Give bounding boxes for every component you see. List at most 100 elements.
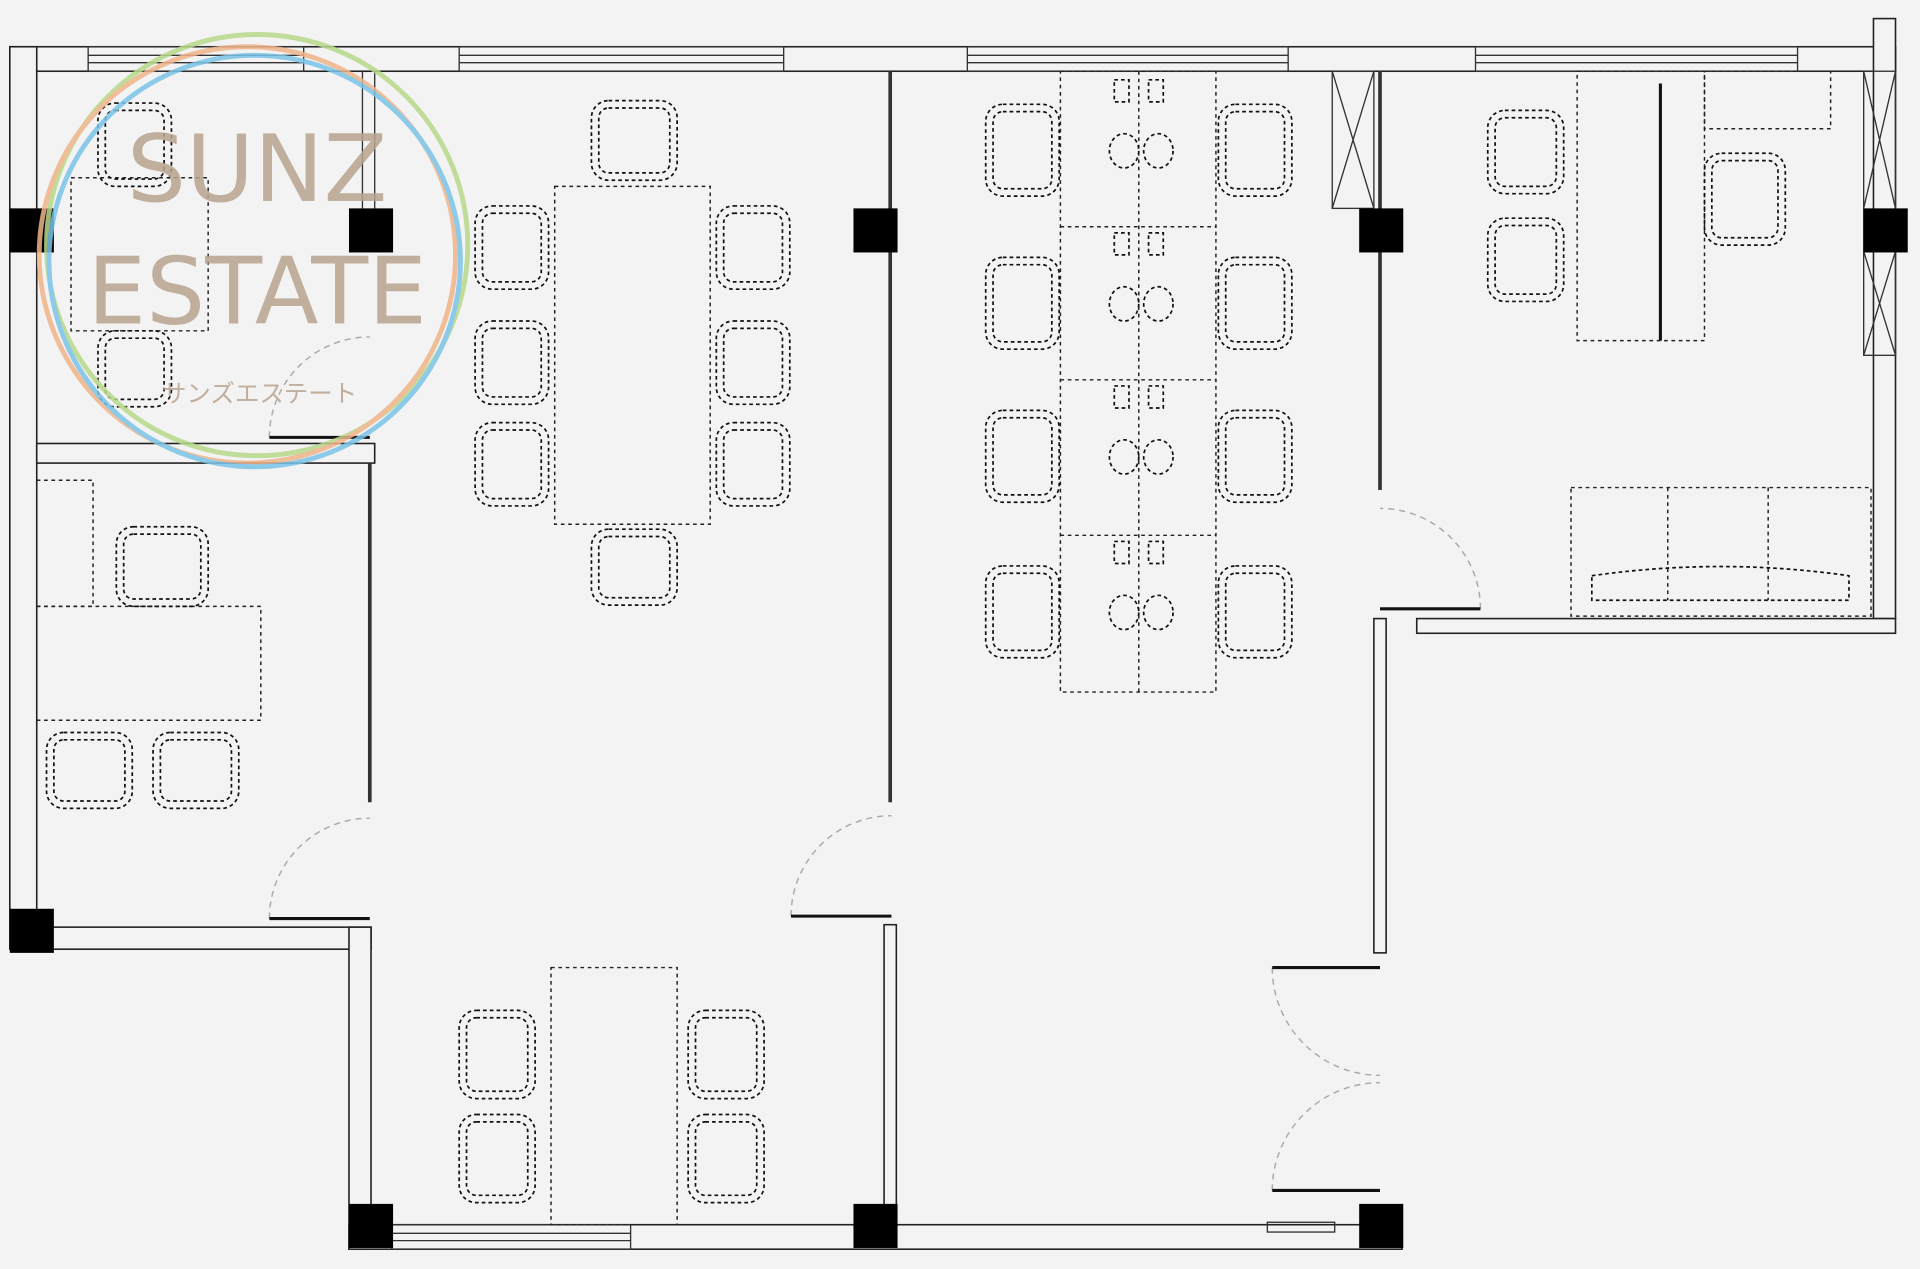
chair-seat — [992, 416, 1053, 496]
doors — [268, 336, 1482, 1233]
chair — [474, 320, 550, 406]
chair-seat — [481, 327, 543, 398]
chair-seat — [722, 327, 784, 398]
entrance-door-lower-swing — [1271, 1081, 1381, 1191]
chair-seat — [122, 533, 202, 600]
chair-seat — [722, 429, 784, 500]
side-cabinet — [1703, 70, 1832, 130]
chair — [1217, 103, 1293, 197]
small-meeting-table — [550, 966, 678, 1226]
door-top-left-room-swing — [268, 336, 370, 438]
monitor — [1113, 385, 1130, 409]
lower-left-vertical-wall — [348, 926, 372, 1250]
storage-cabinet-cross — [1331, 71, 1375, 209]
chair — [687, 1009, 765, 1100]
logo-ring-green — [44, 32, 471, 459]
chair-seat — [1710, 159, 1779, 239]
logo-ring-blue — [46, 52, 463, 470]
chair — [984, 409, 1061, 504]
chair-seat — [597, 535, 671, 599]
monitor — [1147, 540, 1165, 565]
cabinet — [35, 479, 94, 608]
chair — [715, 320, 791, 406]
chair — [715, 421, 791, 507]
monitor — [1147, 78, 1165, 103]
chair-seat — [104, 337, 165, 401]
chair-seat — [1224, 416, 1286, 496]
chair-seat — [481, 429, 543, 500]
structural-column — [348, 1203, 394, 1248]
columns — [9, 208, 1908, 1248]
sofa — [1570, 486, 1872, 617]
chair — [474, 421, 550, 507]
chair — [715, 205, 791, 291]
desk-chair — [1142, 594, 1174, 631]
lower-left-wall — [35, 926, 372, 950]
floor-vent — [1266, 1221, 1336, 1233]
monitor — [1113, 78, 1130, 103]
chair — [1217, 565, 1293, 659]
logo-line1: SUNZ — [127, 115, 388, 223]
desk-chair — [1108, 132, 1140, 169]
desk-chair — [1142, 438, 1174, 475]
chair-seat — [1494, 116, 1558, 188]
chair-seat — [694, 1016, 758, 1093]
chair-seat — [1224, 263, 1286, 343]
entrance-side-wall — [1373, 617, 1387, 954]
chair-seat — [481, 212, 543, 283]
logo-line2: ESTATE — [87, 237, 427, 345]
chair-seat — [104, 109, 165, 180]
walls — [8, 17, 1897, 1250]
logo-subtitle: サンズエステート — [162, 379, 357, 408]
structural-column — [1359, 1203, 1404, 1248]
chair-seat — [159, 738, 233, 802]
structural-column — [1863, 208, 1908, 253]
structural-column — [9, 908, 54, 953]
structural-column — [348, 208, 394, 253]
desk-chair — [1108, 438, 1140, 475]
chair — [590, 528, 678, 606]
window — [458, 46, 785, 72]
chair-seat — [992, 572, 1053, 652]
chair — [590, 99, 678, 182]
chair-seat — [465, 1016, 529, 1093]
desk-chair — [1142, 285, 1174, 322]
executive-desk — [1576, 70, 1706, 342]
chair — [115, 525, 210, 608]
chair-seat — [1494, 224, 1558, 295]
door-lower-left-office-swing — [268, 817, 370, 919]
middle-lower-wall — [883, 923, 898, 1226]
desk-chair — [1142, 132, 1174, 169]
furniture — [35, 70, 1872, 1226]
monitor — [1113, 232, 1130, 256]
door-meeting-room-swing — [790, 814, 892, 917]
entrance-door-upper-swing — [1271, 967, 1381, 1077]
structural-column — [1359, 208, 1404, 253]
chair-seat — [465, 1120, 529, 1197]
chair — [1486, 217, 1565, 303]
logo-ring-orange — [36, 44, 458, 466]
chair-seat — [694, 1120, 758, 1197]
left-wall — [9, 45, 38, 950]
conference-table — [553, 185, 711, 526]
chair — [474, 205, 550, 291]
structural-column — [853, 208, 898, 253]
door-right-office-swing — [1379, 507, 1482, 609]
monitor — [1147, 232, 1165, 256]
chair-seat — [1224, 110, 1286, 190]
chair-seat — [992, 110, 1053, 190]
monitor — [1147, 385, 1165, 409]
storage-cabinet-cross — [1863, 71, 1897, 356]
chair — [687, 1113, 765, 1204]
sunz-estate-logo: SUNZ ESTATE サンズエステート — [36, 32, 471, 470]
reception-table — [70, 177, 209, 332]
chair — [984, 103, 1061, 197]
chair-seat — [722, 212, 784, 283]
chair-seat — [597, 107, 671, 174]
chair — [97, 102, 173, 188]
chair — [1217, 256, 1293, 351]
chair — [1217, 409, 1293, 504]
chair — [152, 731, 240, 810]
chair — [45, 731, 134, 810]
